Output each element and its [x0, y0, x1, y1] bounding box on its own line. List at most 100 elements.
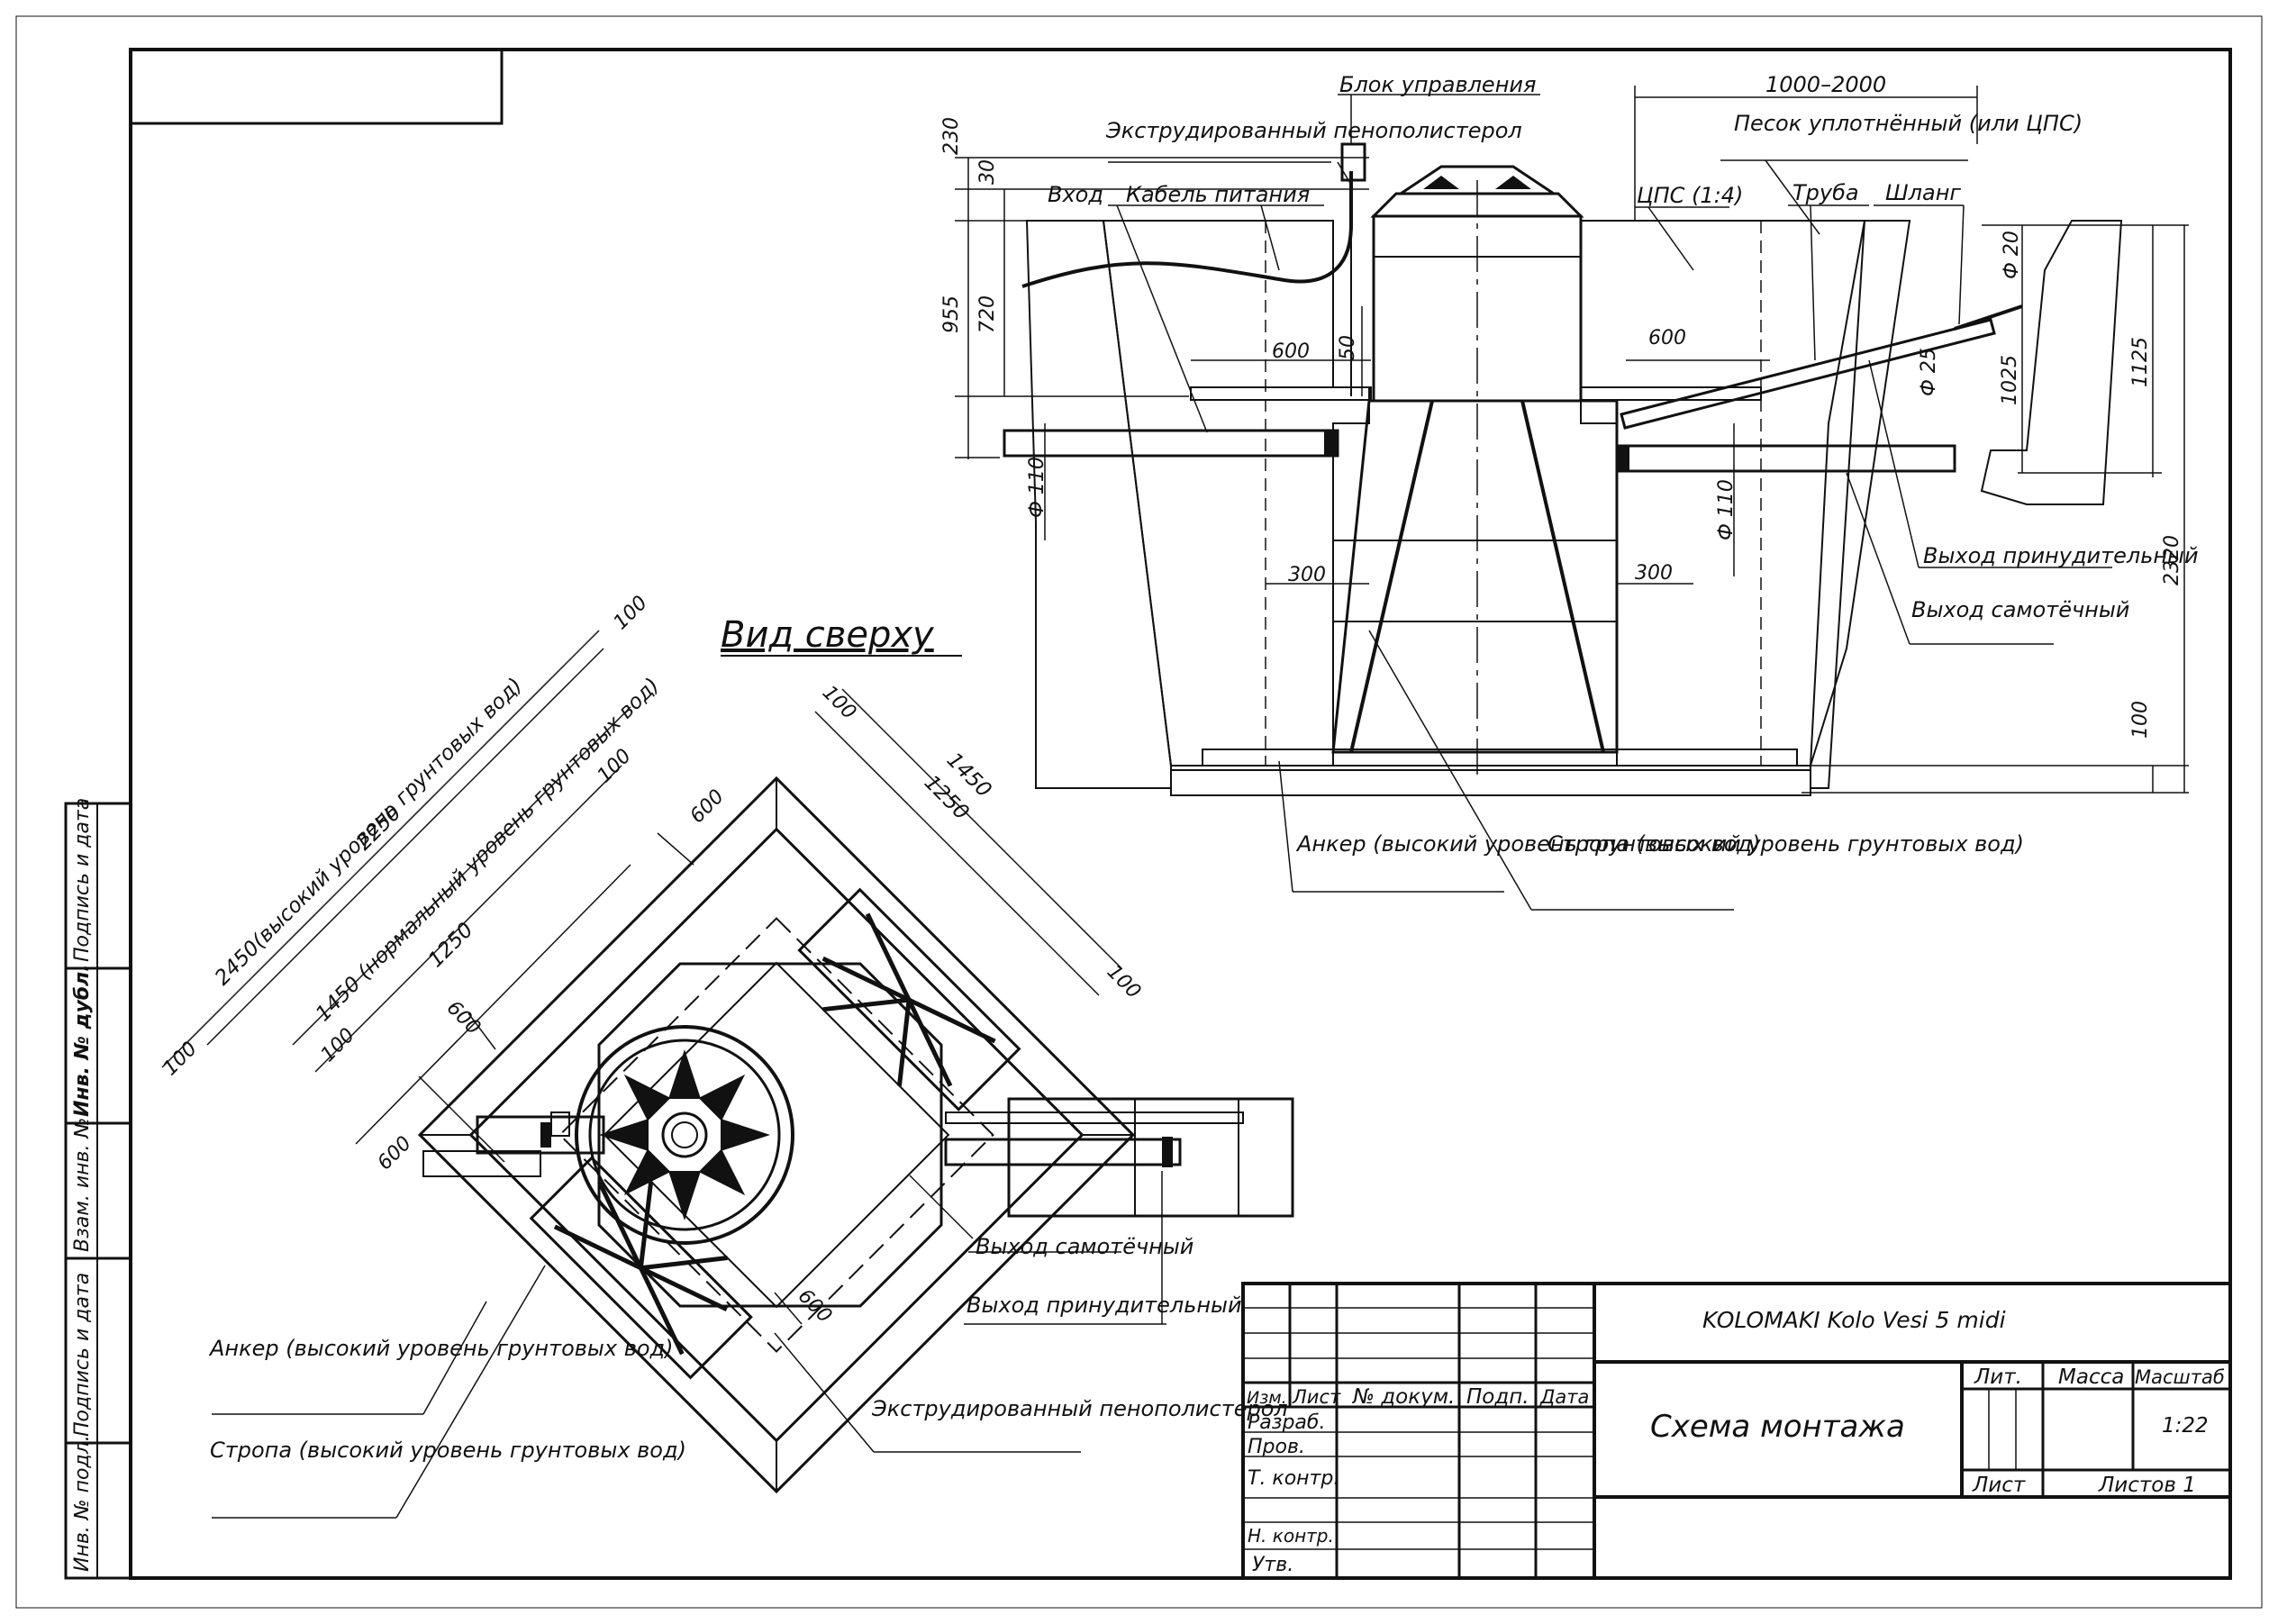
side-stamp-vzam: Взам. инв. №	[71, 1118, 94, 1252]
dim-230: 230	[940, 117, 963, 155]
tb-title: Схема монтажа	[1650, 1409, 1905, 1445]
label-forced-outlet: Выход принудительный	[1923, 543, 2199, 568]
tank-lid	[1396, 165, 1558, 195]
tb-scale: 1:22	[2162, 1414, 2209, 1438]
tb-sheets: Листов 1	[2098, 1474, 2196, 1497]
tb-col-doc: № докум.	[1351, 1385, 1455, 1409]
plan-outer-square	[417, 776, 1136, 1494]
tank-body	[1331, 399, 1619, 754]
hose-pipe	[1620, 318, 1996, 430]
plan-label-forced-outlet: Выход принудительный	[967, 1293, 1242, 1318]
dim-30: 30	[976, 159, 999, 185]
soil-right-inner	[1810, 220, 1911, 789]
tb-col-date: Дата	[1539, 1386, 1589, 1408]
tb-lit: Лит.	[1974, 1365, 2022, 1389]
tb-product: KOLOMAKI Kolo Vesi 5 midi	[1702, 1307, 2006, 1333]
dim-100: 100	[2129, 701, 2152, 739]
label-hose: Шланг	[1885, 180, 1961, 205]
side-stamp-sign-date-1: Подпись и дата	[71, 1273, 94, 1437]
tb-razrab: Разраб.	[1248, 1411, 1325, 1434]
tb-masshtab: Масштаб	[2135, 1366, 2225, 1388]
label-cps: ЦПС (1:4)	[1637, 183, 1743, 208]
outer-border	[15, 15, 2263, 1609]
dim-600-c: 600	[374, 1132, 416, 1175]
side-stamp: Инв. № подл. Подпись и дата Взам. инв. №…	[64, 798, 132, 1580]
control-unit	[1340, 142, 1366, 182]
plan-label-anchor: Анкер (высокий уровень грунтовых вод)	[208, 1336, 674, 1361]
label-power-cable: Кабель питания	[1126, 182, 1310, 207]
label-foam-top: Экструдированный пенополистерол	[1105, 118, 1522, 143]
dim-955: 955	[940, 295, 963, 333]
foam-plate-left	[1190, 386, 1372, 401]
outlet-pipe	[1615, 444, 1956, 473]
plan-label-gravity-outlet: Выход самотёчный	[976, 1234, 1193, 1259]
plan-title: Вид сверху	[721, 614, 935, 656]
plan-tank-square	[603, 961, 950, 1309]
label-strap: Стропа (высокий уровень грунтовых вод)	[1547, 831, 2024, 857]
tb-col-list: Лист	[1292, 1386, 1341, 1408]
plan-inner-square	[468, 827, 1085, 1443]
strap-bottom	[553, 1181, 728, 1356]
dim-100-e: 100	[818, 682, 860, 724]
dim-300-right: 300	[1635, 562, 1673, 585]
dim-1025: 1025	[1999, 355, 2021, 405]
outlet-block	[1007, 1097, 1294, 1218]
soil-bottom	[1170, 769, 1811, 796]
label-gravity-outlet: Выход самотёчный	[1911, 597, 2129, 622]
power-cable	[1021, 171, 1353, 288]
plan-lid	[575, 1025, 794, 1245]
dim-1125: 1125	[2129, 337, 2152, 387]
concrete-left	[1102, 220, 1370, 767]
tb-nkontr: Н. контр.	[1248, 1525, 1334, 1547]
side-stamp-sign-date-2: Подпись и дата	[71, 798, 94, 962]
dim-600-right: 600	[1648, 327, 1686, 349]
tb-massa: Масса	[2058, 1365, 2124, 1389]
tb-sheet: Лист	[1972, 1474, 2026, 1497]
soil-left	[1025, 220, 1172, 789]
dim-720: 720	[976, 295, 999, 333]
label-pipe: Труба	[1792, 180, 1859, 205]
label-anchor: Анкер (высокий уровень грунтовых вод)	[1295, 831, 1761, 857]
dim-phi110-left: Ф 110	[1026, 457, 1048, 518]
lid-ribs	[599, 1049, 770, 1220]
label-sand: Песок уплотнённый (или ЦПС)	[1734, 111, 2083, 136]
plan-view: Вид сверху	[159, 592, 1294, 1519]
dim-phi25: Ф 25	[1918, 348, 1940, 396]
side-stamp-inv-podl: Инв. № подл.	[71, 1435, 94, 1572]
plan-tank-body	[597, 962, 943, 1308]
dim-600-left: 600	[1272, 340, 1310, 363]
tb-col-izm: Изм.	[1247, 1388, 1287, 1408]
side-stamp-inv-dubl: Инв. № дубл.	[71, 964, 94, 1117]
title-block: KOLOMAKI Kolo Vesi 5 midi Схема монтажа …	[1241, 1282, 2232, 1580]
anchor-slab-top	[797, 887, 1021, 1111]
dim-100-a: 100	[159, 1038, 202, 1080]
plan-gravity-outlet	[944, 1138, 1182, 1166]
dim-2320: 2320	[2161, 535, 2183, 585]
dim-50: 50	[1337, 335, 1359, 360]
dim-100-c: 100	[317, 1024, 359, 1066]
dim-300-left: 300	[1288, 564, 1326, 586]
strap-top	[821, 912, 996, 1087]
dim-100-f: 100	[1103, 961, 1145, 1003]
tb-prov: Пров.	[1248, 1436, 1305, 1458]
inlet-pipe	[1003, 429, 1339, 458]
tb-tkontr: Т. контр.	[1248, 1467, 1339, 1490]
tb-col-sign: Подп.	[1466, 1385, 1529, 1409]
plan-label-strap: Стропа (высокий уровень грунтовых вод)	[210, 1438, 686, 1463]
dim-600-b: 600	[442, 997, 485, 1039]
plan-forced-outlet	[945, 1111, 1244, 1124]
soil-right-outer	[1980, 220, 2123, 505]
tb-utv: Утв.	[1252, 1554, 1293, 1576]
label-control-unit: Блок управления	[1339, 72, 1536, 97]
foam-plate-right	[1580, 386, 1762, 401]
dim-100-b: 100	[610, 592, 652, 634]
base-slab	[1202, 748, 1798, 767]
anchor-slab-bottom	[529, 1156, 753, 1380]
section-view: Блок управления Экструдированный пенопол…	[940, 72, 2199, 911]
plan-label-foam: Экструдированный пенополистерол	[871, 1396, 1288, 1421]
dim-phi110-right: Ф 110	[1715, 479, 1738, 540]
label-inlet: Вход	[1048, 182, 1103, 207]
corner-stamp-box	[129, 48, 504, 125]
dim-1000-2000: 1000–2000	[1765, 72, 1886, 97]
